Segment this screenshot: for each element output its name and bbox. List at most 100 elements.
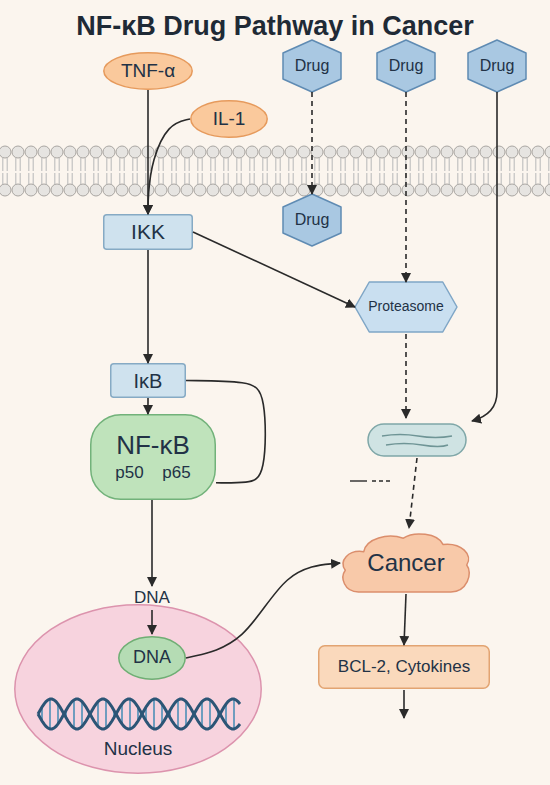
lipid-tail xyxy=(418,173,419,185)
lipid-head xyxy=(324,146,336,158)
lipid-tail xyxy=(210,173,211,185)
lipid-head xyxy=(129,184,141,196)
lipid-tail xyxy=(228,158,229,171)
free-label: DNA xyxy=(120,588,184,608)
lipid-head xyxy=(64,184,76,196)
lipid-head xyxy=(363,146,375,158)
lipid-head xyxy=(25,146,37,158)
node-shape xyxy=(119,637,185,679)
node-label: IL-1 xyxy=(213,109,246,130)
lipid-tail xyxy=(548,158,549,171)
node-shape xyxy=(319,646,490,689)
lipid-tail xyxy=(501,158,502,171)
connector-arrow xyxy=(404,594,406,645)
lipid-tail xyxy=(366,158,367,171)
lipid-tail xyxy=(436,173,437,185)
lipid-tail xyxy=(340,173,341,185)
lipid-tail xyxy=(106,173,107,185)
lipid-tail xyxy=(353,173,354,185)
lipid-tail xyxy=(436,158,437,171)
lipid-tail xyxy=(202,158,203,171)
lipid-head xyxy=(233,146,245,158)
lipid-head xyxy=(103,184,115,196)
lipid-head xyxy=(103,146,115,158)
lipid-head xyxy=(480,184,492,196)
lipid-head xyxy=(77,184,89,196)
lipid-tail xyxy=(275,158,276,171)
lipid-head xyxy=(142,184,154,196)
lipid-tail xyxy=(540,173,541,185)
cell-membrane xyxy=(0,146,550,196)
lipid-tail xyxy=(483,173,484,185)
lipid-tail xyxy=(345,173,346,185)
lipid-tail xyxy=(444,158,445,171)
node-label: TNF-α xyxy=(121,61,175,82)
lipid-tail xyxy=(496,158,497,171)
lipid-tail xyxy=(124,173,125,185)
lipid-tail xyxy=(98,173,99,185)
lipid-head xyxy=(181,146,193,158)
lipid-tail xyxy=(418,158,419,171)
lipid-tail xyxy=(119,158,120,171)
lipid-tail xyxy=(228,173,229,185)
lipid-tail xyxy=(405,173,406,185)
lipid-head xyxy=(532,184,544,196)
lipid-head xyxy=(116,184,128,196)
node-shape xyxy=(15,605,261,773)
node-shape xyxy=(468,40,526,92)
lipid-head xyxy=(545,146,550,158)
lipid-tail xyxy=(392,158,393,171)
lipid-tail xyxy=(340,158,341,171)
lipid-tail xyxy=(249,158,250,171)
lipid-head xyxy=(0,184,11,196)
lipid-tail xyxy=(223,158,224,171)
lipid-tail xyxy=(462,158,463,171)
lipid-tail xyxy=(98,158,99,171)
lipid-tail xyxy=(176,158,177,171)
lipid-head xyxy=(38,184,50,196)
lipid-tail xyxy=(41,158,42,171)
node-shape xyxy=(191,101,267,137)
text-wrap: Drug xyxy=(468,40,526,92)
lipid-tail xyxy=(236,173,237,185)
lipid-head xyxy=(337,146,349,158)
node-label: Drug xyxy=(480,57,515,75)
lipid-head xyxy=(168,184,180,196)
lipid-tail xyxy=(327,158,328,171)
lipid-head xyxy=(51,184,63,196)
drug-hexagon: Drug xyxy=(377,40,435,92)
lipid-tail xyxy=(189,158,190,171)
diagram-title: NF-κB Drug Pathway in Cancer xyxy=(0,11,550,42)
lipid-tail xyxy=(288,158,289,171)
lipid-head xyxy=(64,146,76,158)
connector-arrow xyxy=(147,90,149,214)
lipid-tail xyxy=(449,173,450,185)
text-wrap: IL-1 xyxy=(190,100,268,138)
lipid-tail xyxy=(319,173,320,185)
lipid-tail xyxy=(332,173,333,185)
lipid-head xyxy=(77,146,89,158)
lipid-tail xyxy=(293,173,294,185)
signal-oval: IL-1 xyxy=(190,100,268,138)
lipid-tail xyxy=(41,173,42,185)
text-wrap: IKK xyxy=(103,214,193,250)
lipid-tail xyxy=(522,158,523,171)
lipid-head xyxy=(194,184,206,196)
lipid-head xyxy=(519,184,531,196)
lipid-tail xyxy=(457,158,458,171)
lipid-tail xyxy=(379,173,380,185)
lipid-tail xyxy=(7,173,8,185)
lipid-tail xyxy=(288,173,289,185)
lipid-tail xyxy=(462,173,463,185)
lipid-tail xyxy=(384,158,385,171)
lipid-tail xyxy=(85,158,86,171)
lipid-head xyxy=(129,146,141,158)
lipid-head xyxy=(376,146,388,158)
node-label: Drug xyxy=(389,57,424,75)
lipid-tail xyxy=(215,173,216,185)
dashed-arrow xyxy=(409,458,417,528)
lipid-tail xyxy=(202,173,203,185)
connector-arrow xyxy=(193,232,355,307)
lipid-tail xyxy=(158,173,159,185)
lipid-head xyxy=(532,146,544,158)
